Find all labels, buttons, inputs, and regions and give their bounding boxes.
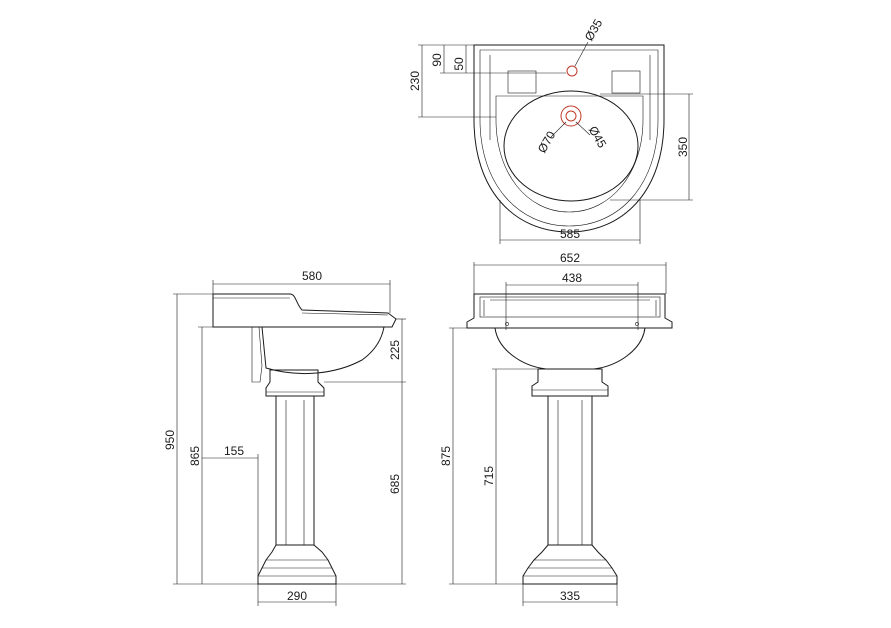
side-view: 580 950 865 155 225 685 290 — [163, 269, 406, 606]
side-basin-top — [212, 293, 397, 328]
dim-950-label: 950 — [163, 430, 177, 450]
plan-bowl — [503, 90, 639, 202]
dim-155-label: 155 — [224, 444, 244, 458]
plan-tap-hole — [566, 65, 578, 77]
front-pedestal-collar — [531, 368, 609, 397]
front-view: 652 438 875 715 335 — [439, 251, 673, 606]
dim-350-label: 350 — [676, 137, 690, 157]
front-basin-top — [466, 293, 673, 329]
dim-715-label: 715 — [482, 466, 496, 486]
plan-inner-rim — [495, 95, 644, 213]
side-bowl-inner — [251, 326, 263, 383]
tap-hole-label: Ø35 — [582, 16, 606, 43]
dim-438-label: 438 — [562, 271, 582, 285]
tap-hole-leader — [574, 41, 589, 67]
front-basin-inner-top — [479, 296, 661, 318]
dim-335-label: 335 — [560, 589, 580, 603]
dim-875-label: 875 — [439, 446, 453, 466]
plan-waste-outer — [560, 105, 582, 127]
waste-inner-label: Ø45 — [586, 124, 610, 151]
side-bowl — [252, 326, 385, 375]
side-pedestal-shaft — [275, 396, 315, 545]
dim-685-label: 685 — [388, 474, 402, 494]
dim-585-label: 585 — [560, 227, 580, 241]
side-basin-top-line — [213, 297, 389, 316]
side-pedestal-base — [257, 544, 337, 585]
front-overflow-left — [505, 322, 509, 326]
dim-230-label: 230 — [408, 71, 422, 91]
dim-90-label: 90 — [430, 53, 444, 67]
waste-outer-label: Ø70 — [535, 128, 559, 155]
plan-basin-outline — [473, 44, 665, 233]
dim-580-label: 580 — [302, 269, 322, 283]
dim-652-label: 652 — [560, 251, 580, 265]
plan-view: 585 350 230 90 50 Ø35 Ø70 Ø45 — [408, 16, 693, 244]
front-pedestal-shaft — [547, 396, 593, 545]
dim-225-label: 225 — [388, 340, 402, 360]
front-overflow-right — [635, 322, 639, 326]
dim-865-label: 865 — [188, 446, 202, 466]
plan-deck-right-block — [611, 70, 641, 94]
plan-deck-left-block — [507, 70, 537, 94]
front-pedestal-base — [522, 544, 618, 585]
plan-waste-inner — [565, 110, 577, 122]
waste-outer-leader — [550, 121, 567, 138]
dim-50-label: 50 — [452, 57, 466, 71]
side-pedestal-collar — [265, 369, 325, 397]
front-bowl — [494, 327, 646, 370]
waste-inner-leader — [575, 121, 591, 136]
dim-290-label: 290 — [287, 589, 307, 603]
plan-basin-rim — [479, 49, 659, 227]
